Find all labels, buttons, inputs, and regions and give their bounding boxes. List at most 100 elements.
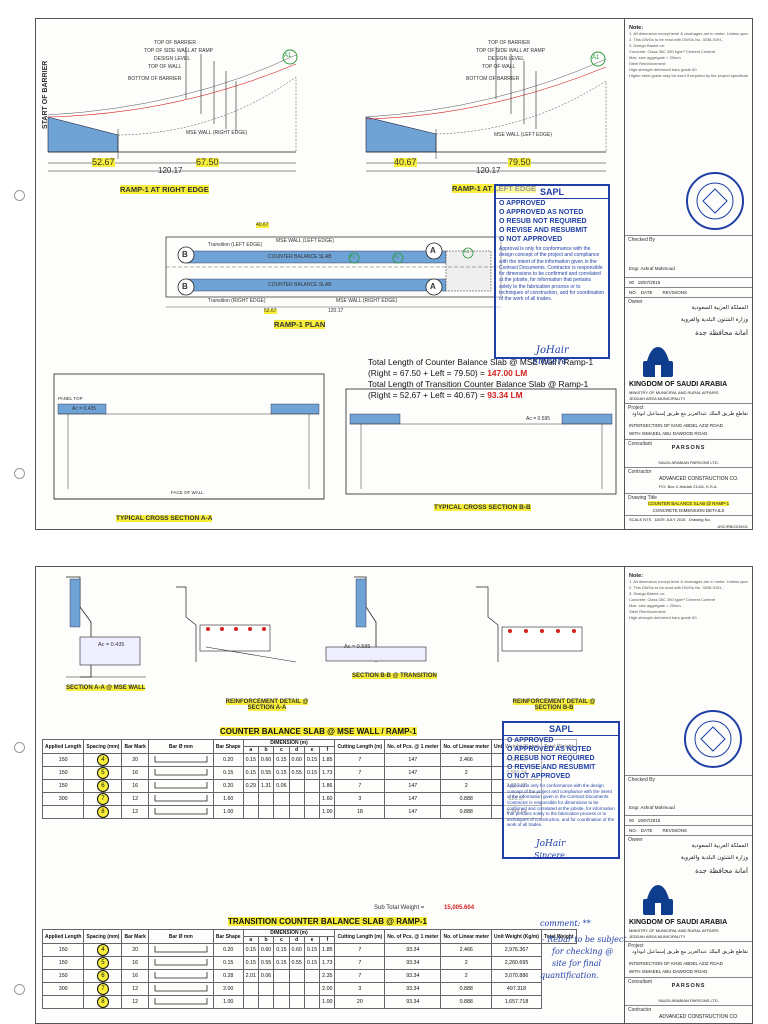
view-title: TYPICAL CROSS SECTION A-A xyxy=(116,515,213,522)
consultant-logo: PARSONS xyxy=(671,445,706,451)
ministry-name: MINISTRY OF MUNICIPAL AND RURAL AFFAIRS xyxy=(629,390,719,395)
bar-shape-cell xyxy=(147,792,214,806)
table-cell: 0.20 xyxy=(212,943,244,957)
elevation-label: DESIGN LEVEL xyxy=(488,56,525,62)
consultant-label: Consultant xyxy=(628,979,652,985)
table-cell: 1.85 xyxy=(319,753,336,767)
section-reinforcement-drawing xyxy=(66,576,583,678)
table-cell: 0.55 xyxy=(288,956,305,970)
table-cell: 1.85 xyxy=(319,943,336,957)
drawing-number: ASC/RB/2015/01 xyxy=(717,524,748,529)
owner-arabic: المملكة العربية السعودية xyxy=(691,305,748,311)
bar-shape-icon xyxy=(154,808,208,815)
checked-by-label: Checked By xyxy=(628,777,655,783)
totals-line: (Right = 52.67 + Left = 40.67) = 93.34 L… xyxy=(368,389,523,400)
bar-mark-badge: 5 xyxy=(96,767,109,779)
stamp-option: O RESUB NOT REQUIRED xyxy=(499,218,587,225)
drawing-title-label: Drawing Title xyxy=(628,495,657,501)
view-title: RAMP-1 PLAN xyxy=(274,320,326,329)
bar-shape-icon xyxy=(154,985,208,992)
bar-mark-badge: 5 xyxy=(96,957,109,969)
owner-arabic: وزارة الشئون البلدية والقروية xyxy=(680,855,748,861)
table-cell: 497.318 xyxy=(491,982,542,996)
table-cell: 93.34 xyxy=(384,943,442,957)
table-cell: 3 xyxy=(334,792,386,806)
table-cell: 7 xyxy=(334,969,386,983)
column-header: Applied Length xyxy=(41,739,85,754)
plan-label: COUNTER BALANCE SLAB xyxy=(268,254,332,260)
note-line: Steel Reinforcement: xyxy=(629,61,667,66)
column-header: Cutting Length (m) xyxy=(334,929,386,944)
table-cell xyxy=(242,805,259,819)
bar-shape-cell xyxy=(147,753,214,767)
revision-row: 00 19/07/2015 xyxy=(629,280,661,285)
bar-mark-badge: 6 xyxy=(96,780,109,792)
bar-shape-icon xyxy=(154,959,208,966)
table-cell: 18 xyxy=(334,805,386,819)
column-header: b xyxy=(257,936,275,944)
project-label: Project xyxy=(628,405,644,411)
revision-header: NO. DATE REVISIONS xyxy=(629,828,687,833)
note-line: Concrete: Class 35C 350 kg/m³ Cement Con… xyxy=(629,597,716,602)
table-cell: 8 xyxy=(83,995,123,1009)
table-cell: 0.15 xyxy=(303,766,321,780)
note-line: 1. All dimension except level & chainage… xyxy=(629,31,748,36)
contractor-label: Contractor xyxy=(628,469,652,475)
stamp-note: Approval is only for conformance with th… xyxy=(507,783,615,828)
bar-shape-icon xyxy=(154,795,208,802)
bar-shape-cell xyxy=(147,943,214,957)
bar-mark-badge: 8 xyxy=(96,806,109,818)
table-cell: 12 xyxy=(121,995,149,1009)
column-header: DIMENSION (m) xyxy=(242,929,336,937)
view-title: SECTION A-A @ MSE WALL xyxy=(66,685,146,691)
plan-label: Transition (LEFT EDGE) xyxy=(208,242,263,248)
table-cell: 2 xyxy=(440,766,493,780)
section-marker: A1 xyxy=(592,55,600,61)
table-cell: 3 xyxy=(334,982,386,996)
binder-hole xyxy=(14,468,25,479)
dimension: 120.17 xyxy=(476,166,501,175)
handwritten-comment: comment: ** xyxy=(540,919,591,928)
notes-heading: Note: xyxy=(629,573,644,579)
stamp-option: O APPROVED AS NOTED xyxy=(499,209,584,216)
table-cell: 93.34 xyxy=(384,956,442,970)
bar-mark-badge: 4 xyxy=(96,754,109,766)
mse-wall-label: MSE WALL (LEFT EDGE) xyxy=(494,132,552,138)
binder-hole xyxy=(14,190,25,201)
stamp-title: SAPL xyxy=(496,186,608,199)
table-cell: 2.466 xyxy=(440,753,493,767)
start-of-barrier-label: START OF BARRIER xyxy=(42,60,49,129)
table-cell: 0.888 xyxy=(440,792,493,806)
ministry-logo-icon xyxy=(643,885,673,915)
column-header: No. of Linear meter xyxy=(440,929,493,944)
note-line: Max. size aggregate = 20mm xyxy=(629,55,681,60)
table-cell: 0.888 xyxy=(440,805,493,819)
section-marker: A1 xyxy=(284,53,292,59)
table-cell: 150 xyxy=(41,766,85,780)
owner-arabic: أمانة محافظة جدة xyxy=(695,867,748,875)
table-cell xyxy=(288,779,305,793)
handwritten-comment: for checking @ xyxy=(552,947,614,956)
table-cell: 2,260.695 xyxy=(491,956,542,970)
contractor-label: Contractor xyxy=(628,1007,652,1013)
table-title: TRANSITION COUNTER BALANCE SLAB @ RAMP-1 xyxy=(228,917,427,926)
view-title: SECTION B-B @ TRANSITION xyxy=(352,673,437,679)
column-header: e xyxy=(303,746,321,754)
bar-shape-icon xyxy=(154,972,208,979)
column-header: d xyxy=(288,746,305,754)
project-name: WITH ISMAEEL ABU DAWOOD ROAD xyxy=(629,431,708,436)
table-cell: 0.15 xyxy=(242,766,259,780)
totals-line: (Right = 67.50 + Left = 79.50) = 147.00 … xyxy=(368,367,528,378)
view-title: TYPICAL CROSS SECTION B-B xyxy=(434,504,531,511)
contractor-seal-icon xyxy=(684,710,742,768)
column-header: Unit Weight (Kg/m) xyxy=(491,929,542,944)
ac-label: Ac = 0.435 xyxy=(72,406,97,412)
stamp-option: O NOT APPROVED xyxy=(499,236,563,243)
owner-arabic: المملكة العربية السعودية xyxy=(691,843,748,849)
table-cell: 1.60 xyxy=(319,792,336,806)
table-cell xyxy=(273,792,290,806)
column-header: DIMENSION (m) xyxy=(242,739,336,747)
totals-note: Total Length of Counter Balance Slab @ M… xyxy=(368,357,593,401)
table-cell: 16 xyxy=(121,766,149,780)
